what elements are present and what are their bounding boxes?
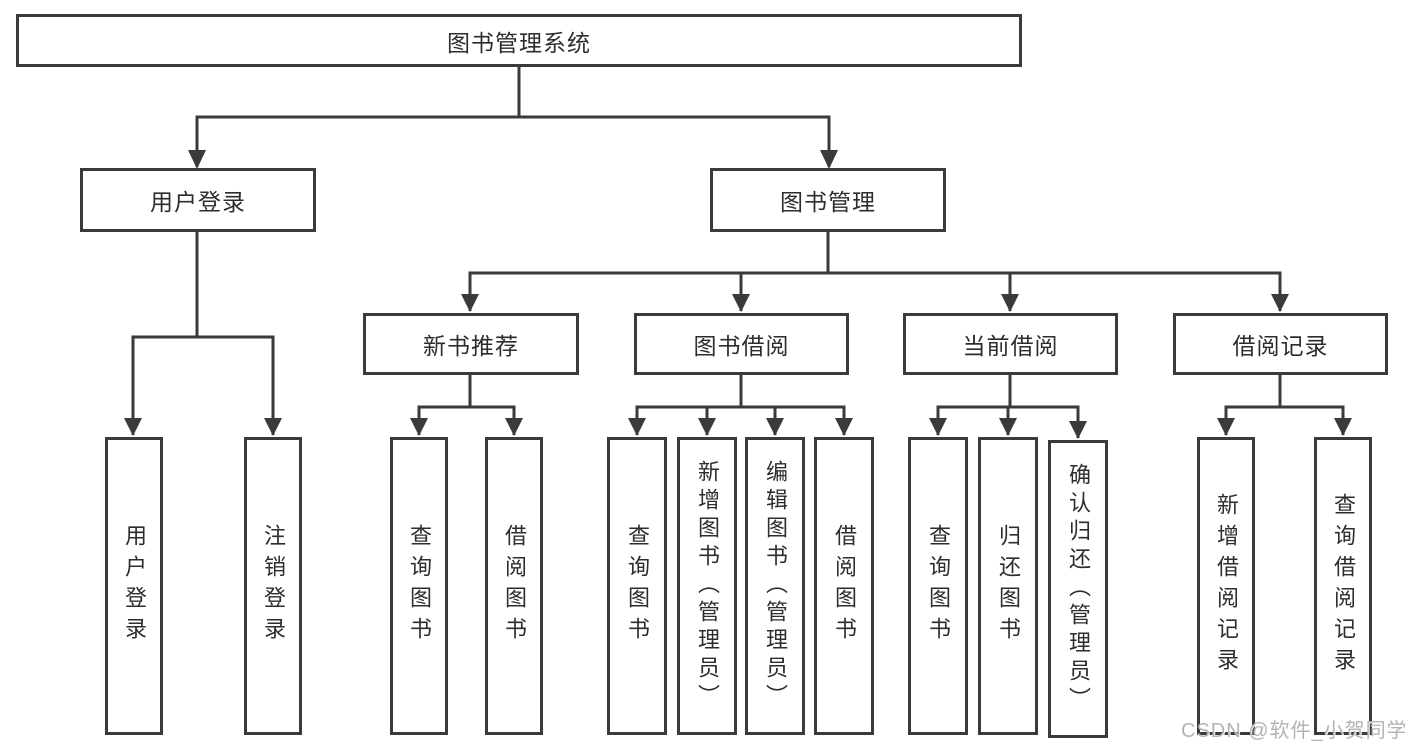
branch-borrow-records: [1224, 374, 1345, 435]
leaf-label: 查询图书: [625, 524, 650, 648]
arrow-leaf-rec-borrow: [505, 418, 523, 436]
arrow-current-borrow: [1001, 294, 1019, 312]
leaf-label: 借阅图书: [832, 524, 857, 648]
leaf-borrow-books: 借阅图书: [814, 437, 874, 735]
node-new-book-recommend: 新书推荐: [363, 313, 579, 375]
arrow-leaf-bb-edit: [766, 418, 784, 436]
arrow-leaf-br-query: [1334, 418, 1352, 436]
node-label: 新书推荐: [423, 333, 519, 359]
leaf-query-books-borrow: 查询图书: [607, 437, 667, 735]
node-book-borrow: 图书借阅: [634, 313, 849, 375]
node-label: 图书管理系统: [447, 29, 591, 56]
leaf-label: 查询借阅记录: [1331, 493, 1356, 679]
arrow-user-login: [188, 150, 206, 169]
leaf-label: 编辑图书（管理员）: [763, 460, 788, 712]
node-label: 图书借阅: [693, 333, 790, 359]
arrow-book-borrow: [732, 294, 750, 312]
arrow-new-book-rec: [461, 294, 479, 312]
arrow-leaf-bb-query: [628, 418, 646, 436]
leaf-label: 注销登录: [261, 524, 286, 648]
arrow-borrow-records: [1271, 294, 1289, 312]
leaf-user-login: 用户登录: [105, 437, 163, 735]
leaf-edit-books-admin: 编辑图书（管理员）: [745, 437, 805, 735]
leaf-label: 查询图书: [926, 524, 951, 648]
leaf-label: 确认归还（管理员）: [1066, 463, 1091, 715]
leaf-logout: 注销登录: [244, 437, 302, 735]
node-label: 当前借阅: [962, 333, 1059, 359]
leaf-return-books: 归还图书: [978, 437, 1038, 735]
node-book-management: 图书管理: [710, 168, 946, 232]
csdn-watermark: CSDN @软件_小贺同学: [1181, 720, 1405, 742]
branch-book-borrow: [635, 374, 846, 435]
node-label: 用户登录: [150, 189, 246, 215]
leaf-borrow-books-recommend: 借阅图书: [485, 437, 543, 735]
arrow-book-mgmt: [820, 150, 838, 169]
branch-new-book-rec: [417, 374, 516, 435]
arrow-leaf-cb-query: [929, 418, 947, 436]
node-borrow-records: 借阅记录: [1173, 313, 1388, 375]
node-label: 借阅记录: [1232, 333, 1329, 359]
arrow-leaf-logout: [264, 418, 282, 436]
leaf-query-borrow-record: 查询借阅记录: [1314, 437, 1372, 735]
leaf-label: 新增借阅记录: [1214, 493, 1239, 679]
arrow-leaf-user-login: [124, 418, 142, 436]
branch-user-login: [131, 232, 275, 435]
leaf-query-books-current: 查询图书: [908, 437, 968, 735]
arrow-leaf-br-add: [1217, 418, 1235, 436]
leaf-label: 用户登录: [122, 524, 147, 648]
node-current-borrow: 当前借阅: [903, 313, 1118, 375]
node-library-management-system: 图书管理系统: [16, 14, 1022, 67]
leaf-query-books-recommend: 查询图书: [390, 437, 448, 735]
leaf-add-books-admin: 新增图书（管理员）: [677, 437, 737, 735]
arrow-leaf-bb-add: [698, 418, 716, 436]
node-user-login: 用户登录: [80, 168, 316, 232]
arrow-leaf-cb-confirm: [1069, 421, 1087, 439]
arrowheads: [124, 150, 1352, 439]
connector-branches: [131, 67, 1345, 438]
arrow-leaf-cb-return: [999, 418, 1017, 436]
leaf-label: 归还图书: [996, 524, 1021, 648]
arrow-leaf-bb-borrow: [835, 418, 853, 436]
leaf-label: 新增图书（管理员）: [695, 460, 720, 712]
leaf-add-borrow-record: 新增借阅记录: [1197, 437, 1255, 735]
leaf-confirm-return-admin: 确认归还（管理员）: [1048, 440, 1108, 738]
branch-book-mgmt: [468, 232, 1282, 311]
branch-root: [195, 67, 831, 167]
node-label: 图书管理: [780, 189, 876, 215]
leaf-label: 查询图书: [407, 524, 432, 648]
leaf-label: 借阅图书: [502, 524, 527, 648]
arrow-leaf-rec-query: [410, 418, 428, 436]
